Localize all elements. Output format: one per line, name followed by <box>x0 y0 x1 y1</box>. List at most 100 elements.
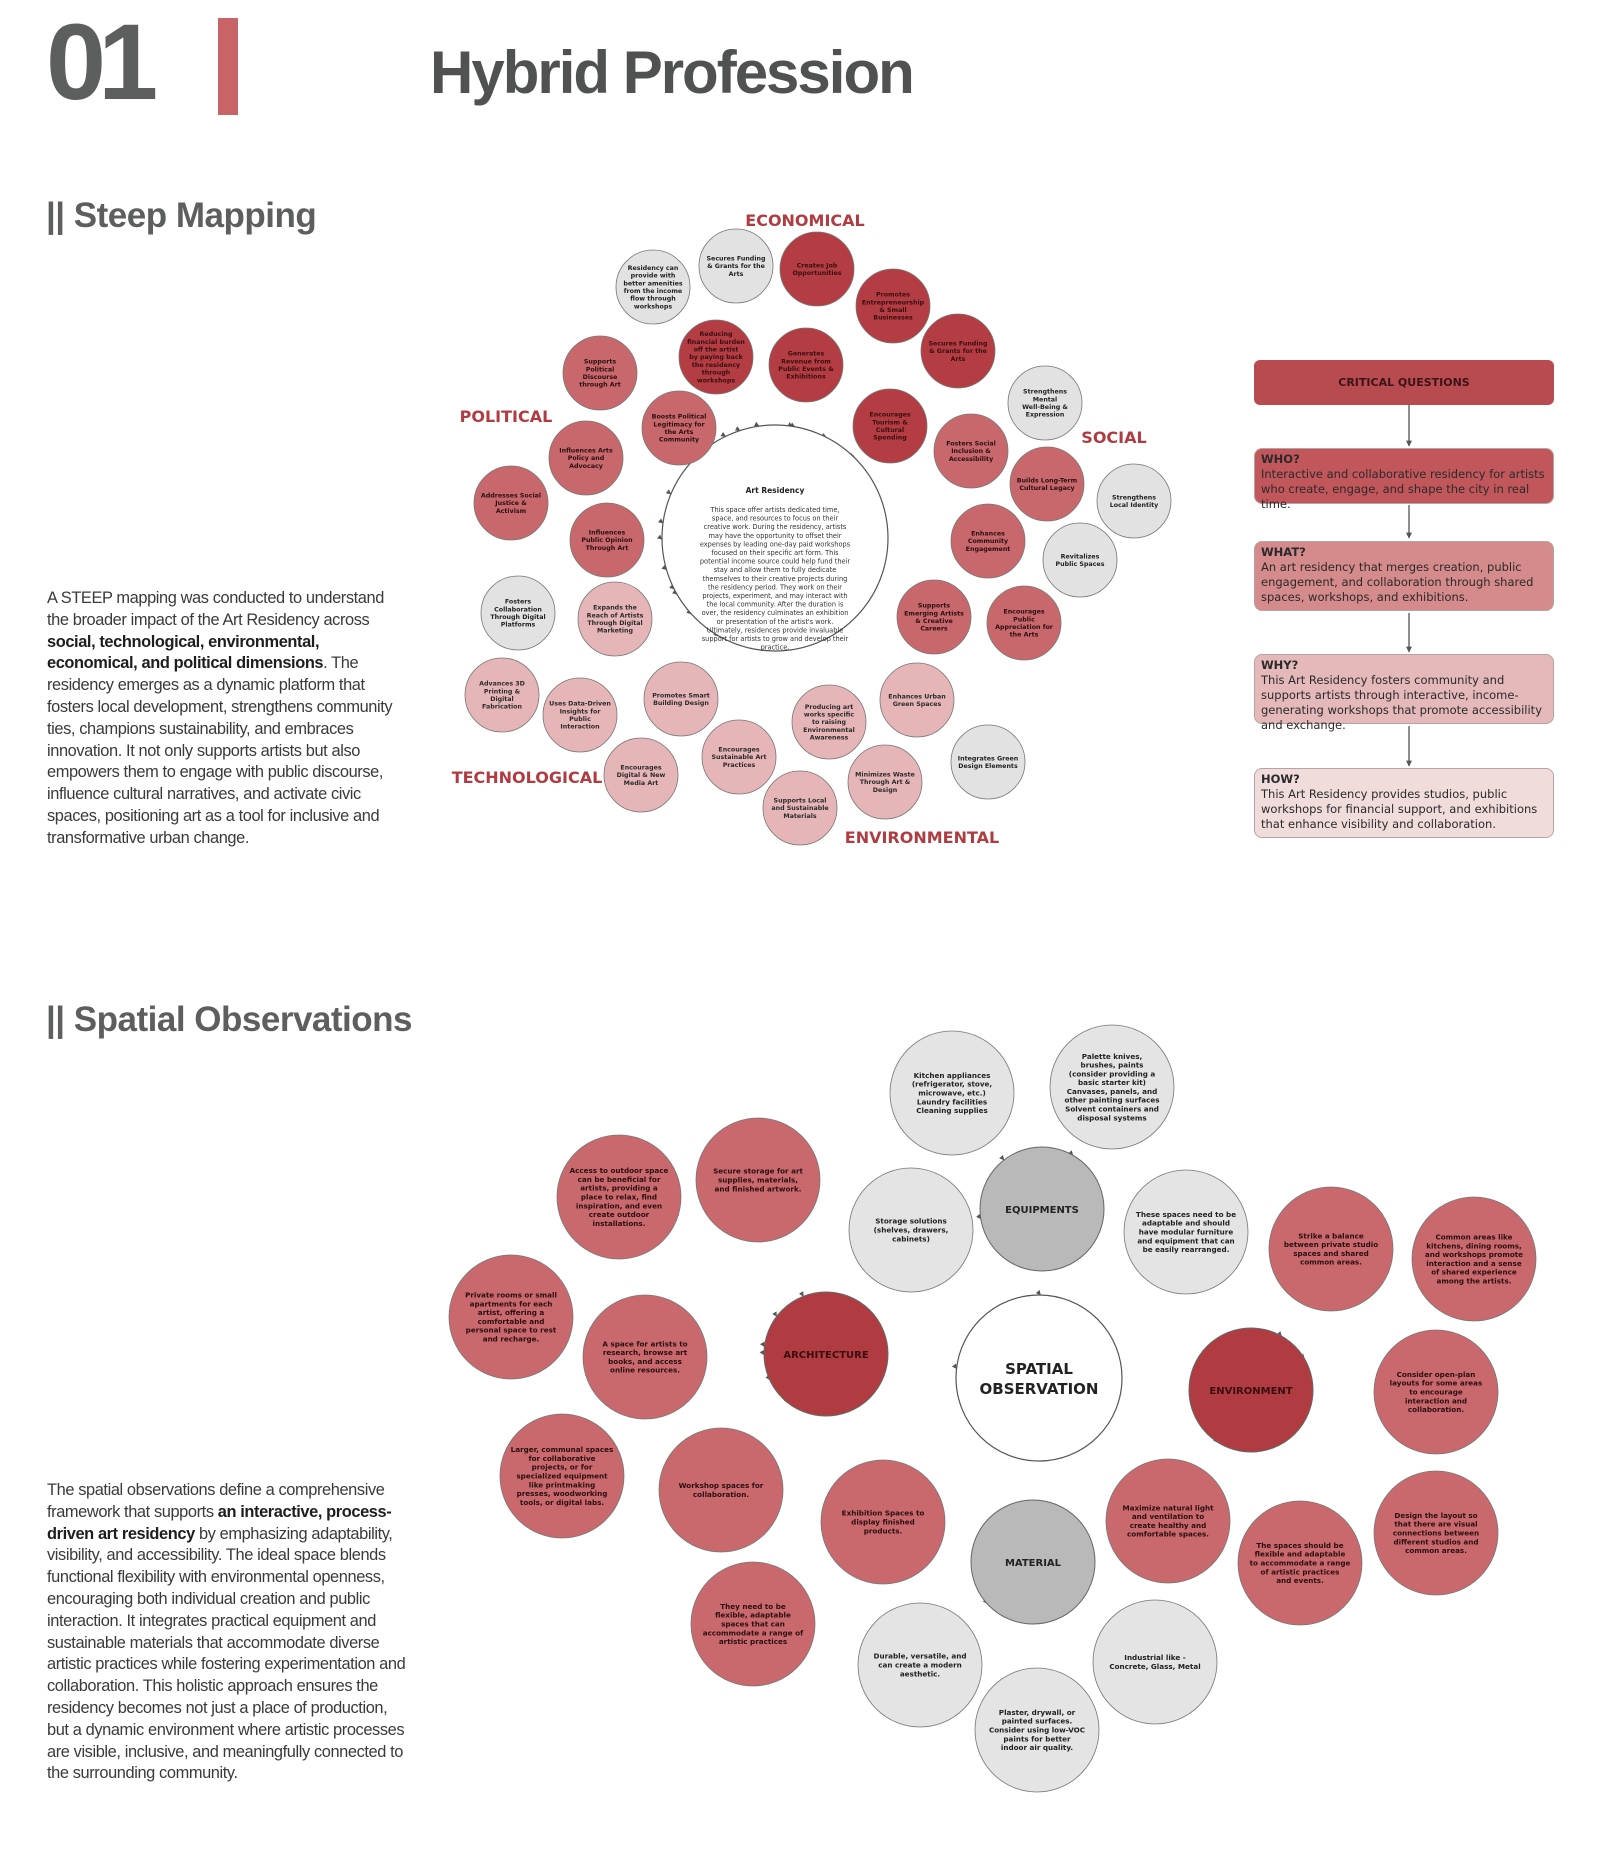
steep-node <box>762 770 838 846</box>
category-label-environmental: ENVIRONMENTAL <box>845 828 999 847</box>
critical-question-who: WHO?Interactive and collaborative reside… <box>1254 448 1554 511</box>
spatial-node <box>1237 1500 1363 1626</box>
steep-node <box>1009 446 1085 522</box>
page-title: Hybrid Profession <box>430 39 915 106</box>
question-label: WHAT? <box>1261 545 1306 559</box>
steep-node <box>562 335 638 411</box>
spatial-node <box>695 1117 821 1243</box>
steep-paragraph-run: social, technological, environmental, ec… <box>47 632 324 673</box>
steep-node <box>852 388 928 464</box>
spatial-node <box>1105 1458 1231 1584</box>
spatial-node <box>857 1602 983 1728</box>
spatial-node <box>582 1294 708 1420</box>
steep-node <box>768 327 844 403</box>
hub-equipments <box>979 1146 1105 1272</box>
category-label-technological: TECHNOLOGICAL <box>452 768 603 787</box>
hub-material <box>970 1499 1096 1625</box>
spatial-node <box>1268 1186 1394 1312</box>
steep-node <box>1007 365 1083 441</box>
steep-node <box>480 575 556 651</box>
spatial-node-label: Kitchen appliances(refrigerator, stove,m… <box>912 1071 992 1115</box>
steep-node <box>896 579 972 655</box>
steep-node <box>698 228 774 304</box>
spatial-node <box>1373 1470 1499 1596</box>
hub-architecture <box>763 1291 889 1417</box>
spatial-node <box>556 1134 682 1260</box>
spatial-paragraph: The spatial observations define a compre… <box>47 1480 407 1785</box>
critical-question-what: WHAT?An art residency that merges creati… <box>1254 541 1554 611</box>
page-number: 01 <box>46 1 158 122</box>
art-residency-center <box>661 424 889 652</box>
steep-node <box>791 684 867 760</box>
spatial-node <box>974 1667 1100 1793</box>
critical-question-how: HOW?This Art Residency provides studios,… <box>1254 768 1554 838</box>
steep-node <box>1042 522 1118 598</box>
spatial-node <box>1092 1599 1218 1725</box>
steep-node <box>643 661 719 737</box>
question-answer: An art residency that merges creation, p… <box>1261 560 1534 604</box>
spatial-node-label: Palette knives,brushes, paints(consider … <box>1065 1052 1160 1123</box>
hub-label-architecture: ARCHITECTURE <box>783 1350 869 1361</box>
hub-environment <box>1188 1327 1314 1453</box>
spatial-node <box>658 1427 784 1553</box>
critical-question-why: WHY?This Art Residency fosters community… <box>1254 654 1554 732</box>
spatial-paragraph-run: The spatial observations define a compre… <box>47 1481 385 1521</box>
steep-node <box>1096 463 1172 539</box>
steep-node <box>779 231 855 307</box>
steep-node <box>603 737 679 813</box>
steep-paragraph-run: A STEEP mapping was conducted to underst… <box>47 589 384 629</box>
steep-node <box>569 502 645 578</box>
spatial-node <box>690 1561 816 1687</box>
spatial-node <box>1373 1329 1499 1455</box>
steep-node <box>986 585 1062 661</box>
spatial-observation-center <box>955 1294 1123 1462</box>
spatial-node <box>499 1413 625 1539</box>
steep-node <box>615 249 691 325</box>
spatial-node <box>448 1254 574 1380</box>
spatial-paragraph-run: by emphasizing adaptability, visibility,… <box>47 1524 406 1783</box>
steep-node <box>855 268 931 344</box>
steep-node <box>950 503 1026 579</box>
question-answer: This Art Residency provides studios, pub… <box>1261 787 1538 831</box>
spatial-node <box>820 1459 946 1585</box>
steep-node <box>548 420 624 496</box>
hub-label-equipments: EQUIPMENTS <box>1005 1205 1079 1216</box>
spatial-node <box>889 1030 1015 1156</box>
steep-heading: || Steep Mapping <box>46 196 317 235</box>
spatial-node <box>1049 1024 1175 1150</box>
spatial-node <box>848 1167 974 1293</box>
accent-bar <box>218 18 238 115</box>
steep-node <box>542 677 618 753</box>
steep-node <box>933 413 1009 489</box>
